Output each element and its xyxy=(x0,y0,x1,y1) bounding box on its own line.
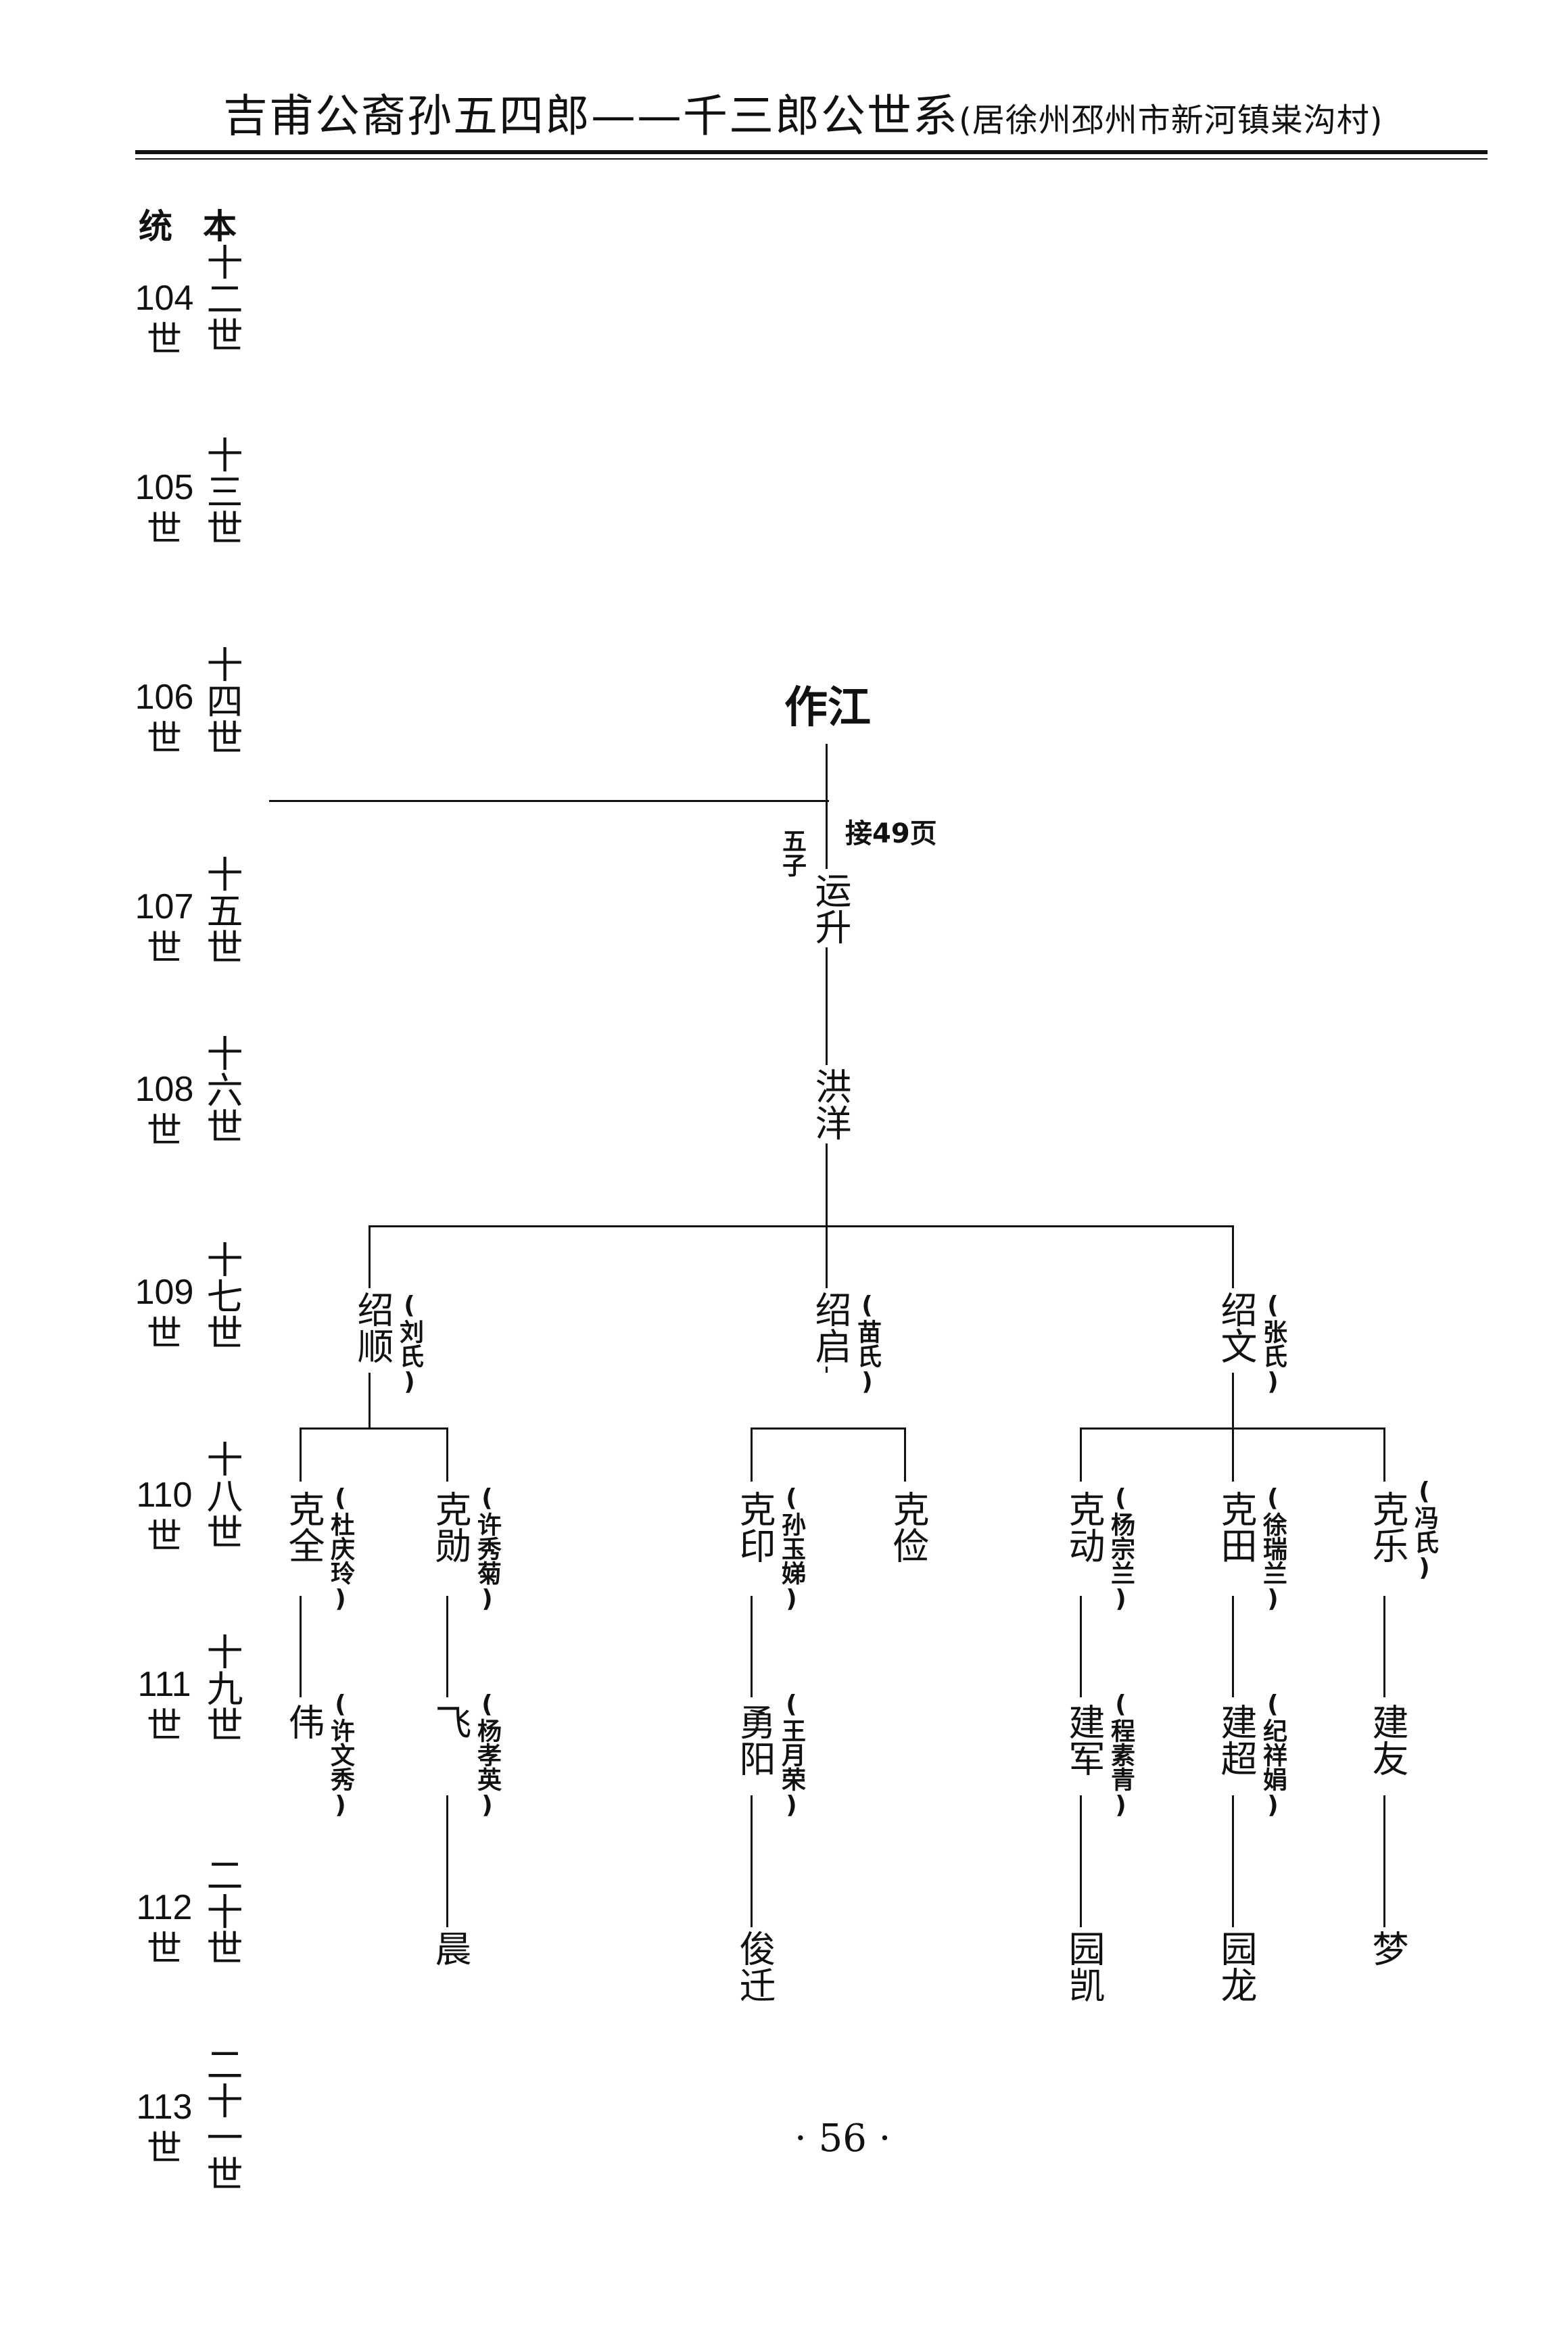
person-kejian: 克俭 xyxy=(886,1488,929,1566)
line-fei-chen xyxy=(446,1795,448,1927)
generation-cn-21: 二十一世 xyxy=(200,2046,243,2192)
title-main: 吉甫公裔孙五四郎——千三郎公世系 xyxy=(223,90,959,142)
gen109-bar xyxy=(369,1225,1234,1227)
line-jianyou-meng xyxy=(1383,1795,1385,1927)
line-jianchao-yuanlong xyxy=(1232,1795,1234,1927)
person-junqian: 俊迁 xyxy=(732,1927,776,2006)
generation-cn-18: 十八世 xyxy=(200,1440,243,1550)
generation-cn-19: 十九世 xyxy=(200,1633,243,1743)
line-kedong-jianjun xyxy=(1080,1596,1082,1697)
person-jianyou: 建友 xyxy=(1365,1701,1408,1779)
drop-kedong xyxy=(1080,1427,1082,1482)
line-kele-jianyou xyxy=(1383,1596,1385,1697)
spouse-yongyang: (王月荣) xyxy=(778,1691,805,1819)
line-kexun-fei xyxy=(446,1596,448,1697)
column-head-tong: 统 xyxy=(139,207,172,246)
person-kele: 克乐 xyxy=(1365,1488,1408,1566)
line-ketian-jianchao xyxy=(1232,1596,1234,1697)
continue-page-note: 接49页 xyxy=(845,818,937,849)
bar-shaoqi xyxy=(751,1427,906,1430)
person-yuankai: 园凯 xyxy=(1062,1927,1105,2006)
drop-shaoshun xyxy=(369,1225,371,1293)
person-kequan: 克全 xyxy=(281,1488,325,1566)
person-chen: 晨 xyxy=(428,1927,471,1969)
drop-keyin xyxy=(751,1427,753,1482)
root-ancestor-name: 作江 xyxy=(784,673,871,735)
generation-cn-16: 十六世 xyxy=(200,1035,243,1144)
line-yongyang-junqian xyxy=(751,1795,753,1927)
person-kedong: 克动 xyxy=(1062,1488,1105,1566)
spouse-ketian: (徐瑞兰) xyxy=(1259,1484,1287,1613)
generation-cn-13: 十三世 xyxy=(200,436,243,546)
spouse-shaoqi: (苗氏) xyxy=(853,1292,881,1396)
person-jianjun: 建军 xyxy=(1062,1701,1105,1779)
page-number: · 56 · xyxy=(794,2117,891,2161)
spouse-kequan: (杜庆玲) xyxy=(327,1484,354,1613)
person-shaoqi: 绍启 xyxy=(808,1288,851,1367)
person-kexun: 克勋 xyxy=(428,1488,471,1566)
generation-cn-15: 十五世 xyxy=(200,855,243,965)
header-rule-thin xyxy=(135,158,1488,160)
spouse-jianjun: (程素青) xyxy=(1107,1691,1135,1819)
person-shaoshun: 绍顺 xyxy=(350,1288,394,1367)
spouse-fei: (杨孝英) xyxy=(473,1691,501,1819)
generation-cn-17: 十七世 xyxy=(200,1241,243,1350)
bar-shaoshun xyxy=(300,1427,448,1430)
person-meng: 梦 xyxy=(1365,1927,1408,1969)
line-jianjun-yuankai xyxy=(1080,1795,1082,1927)
person-ketian: 克田 xyxy=(1214,1488,1257,1566)
title-subtitle: (居徐州邳州市新河镇粜沟村) xyxy=(959,101,1383,139)
header-rule-thick xyxy=(135,150,1488,154)
spouse-keyin: (孙玉娣) xyxy=(778,1484,805,1613)
generation-cn-12: 十二世 xyxy=(200,243,243,353)
spouse-wei: (许文秀) xyxy=(327,1691,354,1819)
spouse-shaowen: (张氏) xyxy=(1259,1292,1287,1396)
spouse-kexun: (许秀菊) xyxy=(473,1484,501,1613)
drop-kequan xyxy=(300,1427,302,1482)
person-shaowen: 绍文 xyxy=(1214,1288,1257,1367)
drop-ketian xyxy=(1232,1427,1234,1482)
person-fei: 飞 xyxy=(428,1701,471,1743)
drop-kexun xyxy=(446,1427,448,1482)
person-hongyang: 洪洋 xyxy=(808,1065,851,1143)
person-wei: 伟 xyxy=(281,1701,325,1743)
spouse-kele: (冯氏) xyxy=(1410,1478,1438,1582)
person-jianchao: 建超 xyxy=(1214,1701,1257,1779)
trunk-line xyxy=(826,744,828,1373)
person-yongyang: 勇阳 xyxy=(732,1701,776,1779)
drop-shaowen xyxy=(1232,1225,1234,1293)
column-head-ben: 本 xyxy=(203,207,237,246)
spouse-jianchao: (纪祥娟) xyxy=(1259,1691,1287,1819)
line-kequan-wei xyxy=(300,1596,302,1697)
continuation-line xyxy=(269,800,829,802)
sons-count-note: 五子 xyxy=(778,828,806,877)
stem-shaowen xyxy=(1232,1373,1234,1430)
person-keyin: 克印 xyxy=(732,1488,776,1566)
spouse-kedong: (杨宗兰) xyxy=(1107,1484,1135,1613)
person-yuanlong: 园龙 xyxy=(1214,1927,1257,2006)
spouse-shaoshun: (刘氏) xyxy=(396,1292,423,1396)
person-yunsheng: 运升 xyxy=(808,869,851,947)
line-keyin-yongyang xyxy=(751,1596,753,1697)
stem-shaoshun xyxy=(369,1373,371,1430)
generation-cn-20: 二十世 xyxy=(200,1856,243,1966)
drop-kele xyxy=(1383,1427,1385,1482)
page-title: 吉甫公裔孙五四郎——千三郎公世系(居徐州邳州市新河镇粜沟村) xyxy=(223,80,1383,145)
generation-cn-14: 十四世 xyxy=(200,646,243,755)
drop-kejian xyxy=(904,1427,906,1482)
